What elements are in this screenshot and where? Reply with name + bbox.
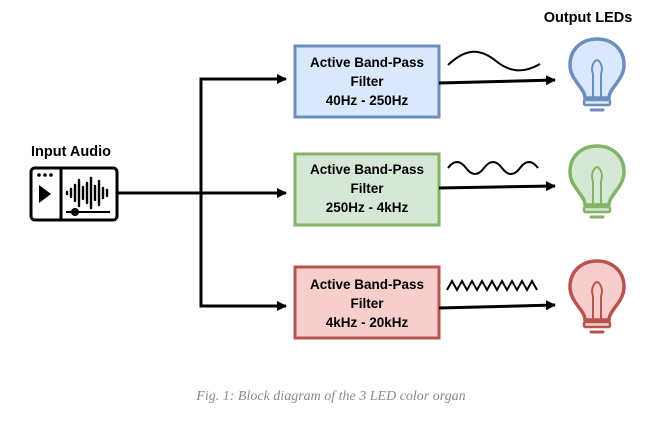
filter-range: 40Hz - 250Hz	[326, 93, 409, 108]
waveform-icon	[65, 176, 109, 210]
led-bulb-blue-icon	[568, 37, 626, 112]
low-frequency-wave-icon	[447, 50, 541, 72]
filter-title: Active Band-Pass	[310, 162, 424, 177]
filter-range: 4kHz - 20kHz	[326, 315, 409, 330]
filter-block-high: Active Band-Pass Filter 4kHz - 20kHz	[293, 265, 441, 340]
filter-range: 250Hz - 4kHz	[326, 200, 409, 215]
filter-subtitle: Filter	[350, 181, 384, 196]
signal-lines	[117, 74, 287, 311]
mid-frequency-wave-icon	[447, 161, 539, 175]
figure-caption: Fig. 1: Block diagram of the 3 LED color…	[195, 389, 465, 404]
led-bulb-red-icon	[568, 259, 626, 334]
filter-title: Active Band-Pass	[310, 277, 424, 292]
led-bulb-green-icon	[568, 144, 626, 219]
filter-subtitle: Filter	[350, 296, 384, 311]
filter-block-low: Active Band-Pass Filter 40Hz - 250Hz	[293, 44, 441, 119]
audio-player-icon	[29, 166, 119, 222]
filter-block-mid: Active Band-Pass Filter 250Hz - 4kHz	[293, 152, 441, 227]
filter-box	[293, 152, 441, 227]
output-leds-label: Output LEDs	[544, 10, 633, 26]
filter-box	[293, 265, 441, 340]
high-frequency-wave-icon	[446, 278, 538, 293]
play-icon	[39, 185, 51, 203]
input-audio-label: Input Audio	[31, 144, 111, 160]
output-arrows	[438, 75, 556, 311]
filter-subtitle: Filter	[350, 74, 384, 89]
filter-box	[293, 44, 441, 119]
filter-title: Active Band-Pass	[310, 55, 424, 70]
